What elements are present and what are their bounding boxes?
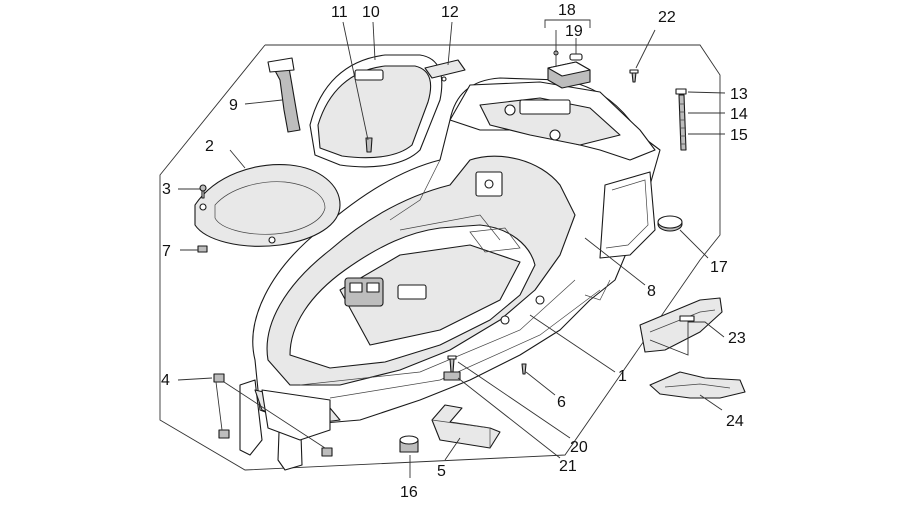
callout-9: 9 bbox=[229, 97, 238, 114]
callout-1: 1 bbox=[618, 368, 627, 385]
callout-11: 11 bbox=[331, 4, 348, 21]
callout-13: 13 bbox=[730, 86, 748, 103]
cap-part bbox=[657, 215, 683, 232]
callout-5: 5 bbox=[437, 463, 446, 480]
foam-pad bbox=[431, 404, 501, 449]
callout-2: 2 bbox=[205, 138, 214, 155]
clip-7 bbox=[197, 245, 208, 253]
callout-23: 23 bbox=[728, 330, 746, 347]
heat-shield bbox=[649, 371, 746, 399]
screw-22 bbox=[629, 69, 639, 83]
callout-8: 8 bbox=[647, 283, 656, 300]
callout-15: 15 bbox=[730, 127, 748, 144]
callout-4: 4 bbox=[161, 372, 170, 389]
screw-6 bbox=[521, 363, 527, 375]
callout-3: 3 bbox=[162, 181, 171, 198]
callout-10: 10 bbox=[362, 4, 380, 21]
assembly-frame bbox=[159, 44, 721, 471]
helmet-compartment-body bbox=[239, 77, 661, 471]
side-cover bbox=[639, 297, 723, 353]
bolt-assembly bbox=[675, 88, 687, 151]
callout-16: 16 bbox=[400, 484, 418, 501]
callout-24: 24 bbox=[726, 413, 744, 430]
callout-7: 7 bbox=[162, 243, 171, 260]
callout-18: 18 bbox=[558, 2, 576, 19]
callout-12: 12 bbox=[441, 4, 459, 21]
screw-3 bbox=[199, 184, 207, 199]
holder-part bbox=[547, 50, 591, 89]
callout-22: 22 bbox=[658, 9, 676, 26]
callout-19: 19 bbox=[565, 23, 583, 40]
callout-17: 17 bbox=[710, 259, 728, 276]
strap-part bbox=[267, 57, 301, 133]
callout-6: 6 bbox=[557, 394, 566, 411]
callout-14: 14 bbox=[730, 106, 748, 123]
compartment-cover bbox=[309, 54, 443, 168]
callout-labels: 1 2 3 4 5 6 7 8 9 10 11 12 13 14 15 16 1… bbox=[161, 2, 748, 501]
callout-20: 20 bbox=[570, 439, 588, 456]
callout-21: 21 bbox=[559, 458, 577, 475]
rubber-bumper bbox=[399, 435, 419, 453]
lid-panel bbox=[194, 164, 341, 247]
leader-lines bbox=[177, 19, 726, 478]
flap-part bbox=[424, 59, 466, 82]
clips-4 bbox=[213, 373, 333, 457]
